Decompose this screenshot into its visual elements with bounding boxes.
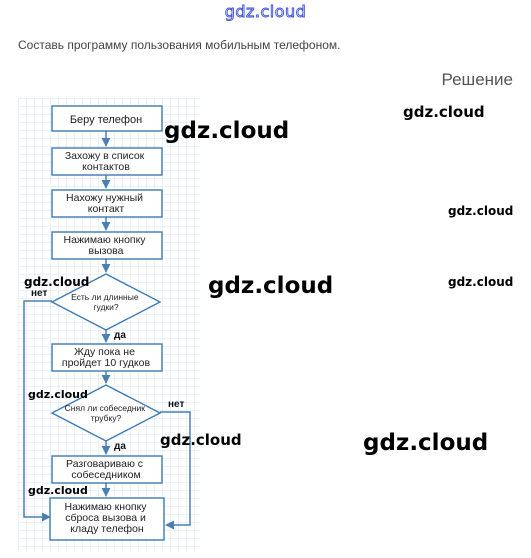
step-hang-up-box — [49, 497, 165, 541]
watermark: gdz.cloud — [164, 118, 290, 144]
decision-long-beeps-diamond — [50, 273, 162, 331]
task-text: Составь программу пользования мобильным … — [18, 38, 341, 52]
watermark: gdz.cloud — [448, 275, 514, 289]
watermark: gdz.cloud — [363, 430, 489, 456]
watermark: gdz.cloud — [403, 103, 485, 121]
watermark: gdz.cloud — [160, 431, 242, 449]
watermark: gdz.cloud — [28, 388, 88, 401]
step-hang-up-label: Нажимаю кнопку сброса вызова и кладу тел… — [65, 501, 150, 535]
step-talk-label: Разговариваю с собеседником — [66, 458, 146, 481]
watermark: gdz.cloud — [448, 204, 514, 218]
step-wait-beeps-label: Жду пока не пройдет 10 гудков — [62, 346, 151, 369]
no-label-2: нет — [168, 399, 184, 410]
step-wait-beeps-box — [51, 343, 163, 372]
watermark: gdz.cloud — [24, 275, 90, 289]
yes-label-1: да — [114, 330, 126, 341]
decision-answered-diamond — [50, 384, 162, 442]
flowchart: Беру телефон Захожу в список контактов Н… — [18, 98, 200, 550]
decision-long-beeps-label: Есть ли длинные гудки? — [71, 292, 141, 312]
step-open-contacts-label: Захожу в список контактов — [65, 150, 147, 173]
no-label-1: нет — [31, 288, 47, 299]
arrow-no-2 — [160, 411, 191, 530]
step-press-call-label: Нажимаю кнопку вызова — [64, 234, 149, 257]
step-talk-box — [51, 455, 163, 484]
decision-answered-label: Снял ли собеседник трубку? — [65, 403, 148, 423]
watermark: gdz.cloud — [208, 273, 334, 299]
step-take-phone-label: Беру телефон — [70, 114, 142, 126]
step-find-contact-label: Нахожу нужный контакт — [66, 192, 146, 215]
step-press-call-box — [51, 231, 163, 260]
arrow-no-1 — [23, 300, 52, 522]
step-find-contact-box — [51, 189, 163, 218]
site-logo[interactable]: gdz.cloud — [224, 2, 307, 22]
step-open-contacts-box — [51, 147, 163, 176]
solution-heading: Решение — [441, 70, 513, 89]
step-take-phone-box — [51, 105, 163, 132]
yes-label-2: да — [114, 441, 126, 452]
watermark: gdz.cloud — [28, 484, 88, 497]
